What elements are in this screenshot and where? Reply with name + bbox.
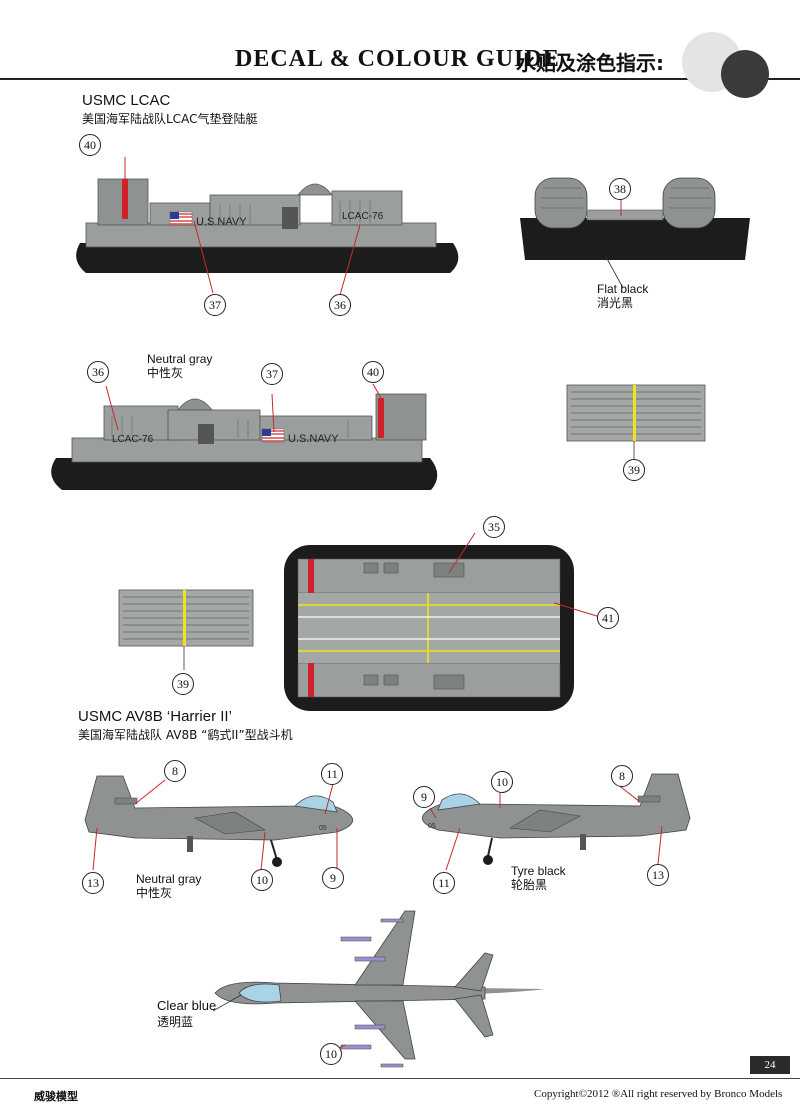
harrier-callout-10-c: 10 [320, 1043, 342, 1065]
lcac-hull-text-left: U.S.NAVY [288, 433, 339, 445]
lcac-hull-number-left: LCAC-76 [112, 434, 154, 445]
note-tyre-black: Tyre black [511, 864, 566, 878]
lcac-callout-36-b: 36 [87, 361, 109, 383]
footer-rule [0, 1078, 800, 1079]
harrier-side-view-right: 05 [84, 775, 353, 871]
lcac-side-view-right: U.S.NAVY LCAC-76 [76, 157, 459, 296]
note-neutral-gray-harrier-cn: 中性灰 [136, 886, 173, 900]
lcac-hull-text-right: U.S.NAVY [196, 216, 247, 228]
deck-panel-left [118, 589, 254, 670]
page-title-cn: 水贴及涂色指示: [516, 51, 664, 75]
note-tyre-black-cn: 轮胎黑 [511, 878, 548, 892]
lcac-callout-35: 35 [483, 516, 505, 538]
lcac-top-view [284, 532, 601, 711]
note-clear-blue-cn: 透明蓝 [157, 1015, 194, 1029]
page-number: 24 [750, 1056, 790, 1074]
lcac-callout-36-a: 36 [329, 294, 351, 316]
harrier-callout-13-a: 13 [82, 872, 104, 894]
harrier-callout-13-b: 13 [647, 864, 669, 886]
harrier-callout-8-b: 8 [611, 765, 633, 787]
svg-text:05: 05 [428, 823, 436, 830]
harrier-callout-11-b: 11 [433, 872, 455, 894]
lcac-callout-38: 38 [609, 178, 631, 200]
harrier-section-title: USMC AV8B ‘Harrier II’ [78, 708, 232, 725]
harrier-section-subtitle: 美国海军陆战队 AV8B “鹞式II”型战斗机 [78, 728, 293, 742]
lcac-rear-view [520, 177, 750, 289]
harrier-callout-10-a: 10 [251, 869, 273, 891]
lcac-callout-37-b: 37 [261, 363, 283, 385]
lcac-callout-40-b: 40 [362, 361, 384, 383]
harrier-callout-9-b: 9 [413, 786, 435, 808]
lcac-side-view-left: U.S.NAVY LCAC-76 [51, 383, 438, 490]
lcac-section-title: USMC LCAC [82, 92, 171, 109]
note-clear-blue: Clear blue [157, 998, 217, 1013]
header-circle-decoration [682, 32, 769, 98]
note-flat-black: Flat black [597, 282, 649, 296]
lcac-section-subtitle: 美国海军陆战队LCAC气垫登陆艇 [82, 112, 258, 126]
harrier-side-view-left: 05 [422, 773, 691, 871]
harrier-callout-9-a: 9 [322, 867, 344, 889]
note-neutral-gray-lcac: Neutral gray [147, 352, 213, 366]
footer-brand: 威骏模型 [34, 1090, 78, 1103]
note-neutral-gray-lcac-cn: 中性灰 [147, 366, 184, 380]
lcac-hull-number-right: LCAC-76 [342, 211, 384, 222]
lcac-callout-39-b: 39 [172, 673, 194, 695]
harrier-top-view [212, 910, 545, 1068]
note-neutral-gray-harrier: Neutral gray [136, 872, 202, 886]
harrier-callout-10-b: 10 [491, 771, 513, 793]
lcac-callout-37-a: 37 [204, 294, 226, 316]
harrier-callout-8-a: 8 [164, 760, 186, 782]
lcac-callout-39-a: 39 [623, 459, 645, 481]
lcac-callout-41: 41 [597, 607, 619, 629]
note-flat-black-cn: 消光黑 [597, 296, 634, 310]
title-rule [0, 78, 800, 80]
lcac-callout-40-a: 40 [79, 134, 101, 156]
deck-panel-right [566, 384, 706, 459]
page-title: DECAL & COLOUR GUIDE [235, 46, 560, 72]
harrier-callout-11-a: 11 [321, 763, 343, 785]
svg-text:05: 05 [319, 825, 327, 832]
footer-copyright: Copyright©2012 ®All right reserved by Br… [534, 1088, 783, 1100]
